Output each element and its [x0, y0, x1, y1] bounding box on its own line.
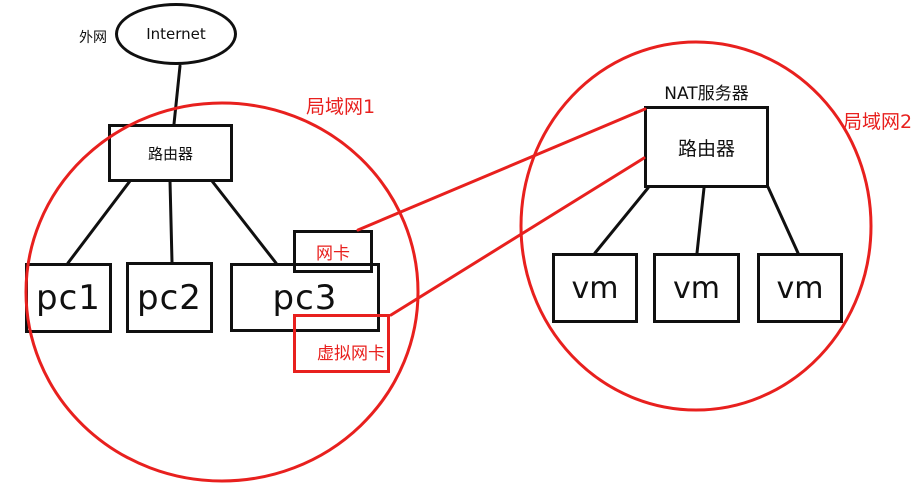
internet-node: Internet — [115, 3, 237, 65]
wan-label: 外网 — [79, 30, 107, 46]
internet-router-link — [172, 64, 182, 126]
router-pc3-link — [210, 179, 278, 265]
pc2-node: pc2 — [126, 262, 213, 333]
lan1-router-node: 路由器 — [108, 124, 233, 182]
vm1-label: vm — [571, 270, 619, 306]
internet-label: Internet — [146, 25, 206, 43]
lan2-router-node: 路由器 — [644, 106, 769, 188]
vm2-label: vm — [673, 270, 720, 306]
nic-to-nat-link — [356, 107, 647, 232]
virtual-nic-node: 虚拟网卡 — [293, 314, 390, 373]
pc3-label: pc3 — [272, 277, 338, 318]
lan1-label: 局域网1 — [306, 96, 376, 118]
pc2-label: pc2 — [137, 277, 202, 318]
nic-node: 网卡 — [293, 230, 373, 273]
pc1-label: pc1 — [36, 278, 101, 318]
vm2-node: vm — [653, 253, 740, 323]
router-pc2-link — [168, 179, 174, 264]
lan2-label: 局域网2 — [843, 111, 913, 133]
nat-router-vm3-link — [766, 185, 800, 255]
virtual-nic-label: 虚拟网卡 — [317, 344, 385, 364]
pc1-node: pc1 — [25, 263, 112, 333]
lan1-router-label: 路由器 — [147, 144, 193, 163]
router-pc1-link — [66, 179, 132, 265]
vm3-node: vm — [757, 253, 843, 323]
nat-server-title: NAT服务器 — [664, 84, 749, 104]
nat-router-vm1-link — [593, 186, 650, 255]
nic-label: 网卡 — [316, 244, 350, 264]
nat-router-vm2-link — [695, 186, 706, 255]
lan2-router-label: 路由器 — [677, 137, 735, 160]
vm3-label: vm — [776, 270, 824, 306]
vm1-node: vm — [552, 253, 638, 323]
